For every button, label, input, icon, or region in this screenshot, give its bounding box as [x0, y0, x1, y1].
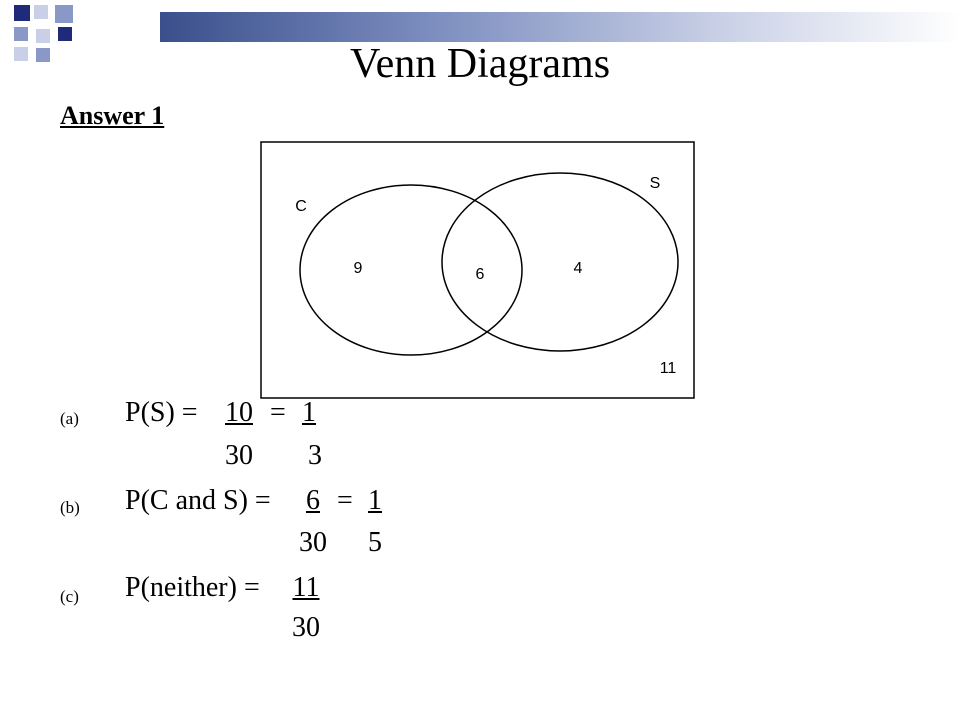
- set-c-circle: [299, 184, 523, 356]
- answer-a-denominator-1: 30: [225, 440, 253, 471]
- answer-a-numerator-2: 1: [302, 397, 316, 428]
- answer-heading: Answer 1: [60, 101, 165, 130]
- corner-square-light-2: [36, 29, 50, 43]
- corner-square-mid-2: [14, 27, 28, 41]
- answer-c-numerator: 11: [292, 572, 320, 603]
- page-title: Venn Diagrams: [349, 41, 611, 87]
- corner-square-dark: [14, 5, 30, 21]
- answer-c-denominator: 30: [292, 612, 320, 643]
- set-s-label: S: [650, 175, 661, 192]
- corner-square-dark-2: [58, 27, 72, 41]
- answer-b-numerator-1: 6: [306, 485, 320, 516]
- answer-c: (c): [60, 578, 79, 610]
- set-s-circle: [441, 172, 679, 352]
- answer-b-denominator-1: 30: [299, 527, 327, 558]
- neither-value: 11: [660, 360, 677, 377]
- answer-a: (a): [60, 400, 79, 432]
- answer-a-numerator-1: 10: [225, 397, 253, 428]
- answer-b: (b): [60, 489, 80, 521]
- intersection-value: 6: [476, 266, 485, 283]
- answer-c-prefix: P(neither) =: [125, 572, 260, 603]
- answer-b-label: (b): [60, 498, 80, 517]
- answer-a-equals: =: [270, 397, 286, 428]
- only-s-value: 4: [574, 260, 583, 277]
- corner-square-light: [34, 5, 48, 19]
- corner-square-light-3: [14, 47, 28, 61]
- set-c-label: C: [295, 198, 307, 215]
- answer-a-prefix: P(S) =: [125, 397, 198, 428]
- answer-b-denominator-2: 5: [368, 527, 382, 558]
- answer-b-equals: =: [337, 485, 353, 516]
- answer-c-label: (c): [60, 587, 79, 606]
- answer-a-denominator-2: 3: [308, 440, 322, 471]
- header-gradient-bar: [160, 12, 960, 42]
- corner-square-mid-3: [36, 48, 50, 62]
- answer-a-label: (a): [60, 409, 79, 428]
- answer-b-numerator-2: 1: [368, 485, 382, 516]
- only-c-value: 9: [354, 260, 363, 277]
- universal-set-box: [260, 141, 695, 399]
- answer-b-prefix: P(C and S) =: [125, 485, 271, 516]
- corner-square-mid: [55, 5, 73, 23]
